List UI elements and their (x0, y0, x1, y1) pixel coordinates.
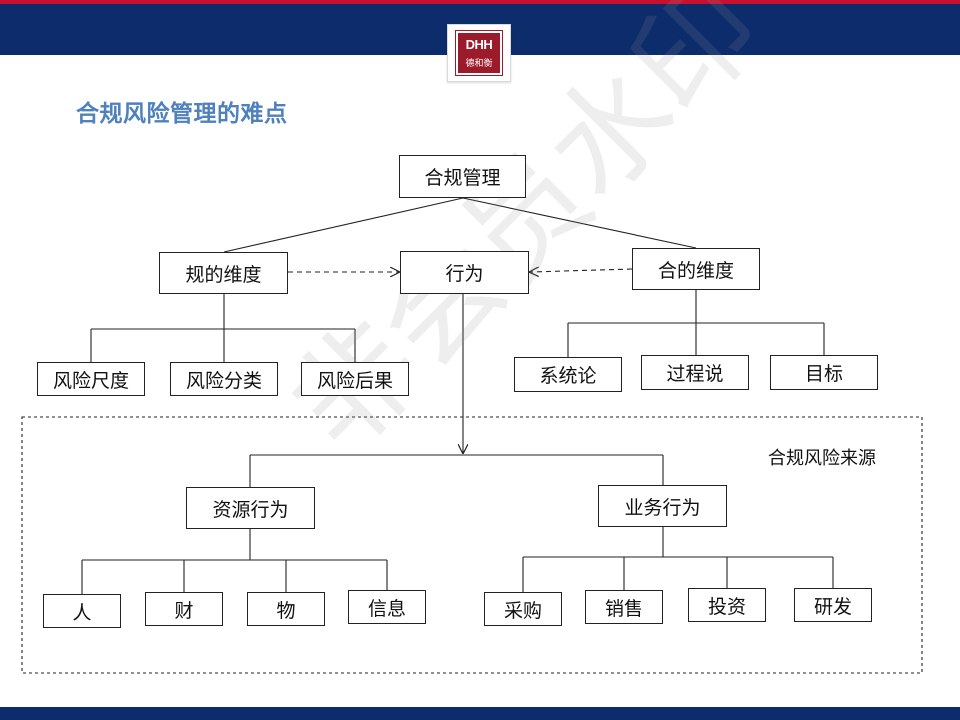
logo-text: DHH (465, 37, 493, 52)
node-right-child: 目标 (770, 355, 878, 390)
node-right-child: 过程说 (641, 355, 749, 390)
node-root: 合规管理 (399, 155, 526, 198)
footer-bar (0, 707, 960, 720)
node-left-child: 风险尺度 (37, 362, 145, 396)
company-logo: DHH 德和衡 (447, 24, 511, 82)
node-resource-child: 信息 (348, 590, 426, 624)
node-left: 规的维度 (159, 252, 288, 294)
logo-mark: DHH 德和衡 (455, 30, 503, 76)
connector-root-right (462, 197, 697, 249)
slide-title: 合规风险管理的难点 (76, 101, 288, 127)
node-resource-child: 财 (145, 592, 223, 626)
node-right: 合的维度 (632, 248, 760, 290)
dashed-arrow-right (530, 269, 633, 272)
source-group-label: 合规风险来源 (768, 448, 876, 469)
node-resource-child: 物 (247, 592, 325, 626)
node-center: 行为 (400, 251, 529, 294)
source-group-border (21, 416, 923, 674)
node-business-child: 采购 (484, 592, 562, 626)
node-business-child: 投资 (688, 588, 766, 622)
node-business: 业务行为 (598, 485, 727, 527)
node-left-child: 风险后果 (301, 362, 409, 396)
logo-subtext: 德和衡 (465, 59, 493, 69)
header-accent-line (0, 0, 960, 4)
node-business-child: 销售 (585, 590, 663, 624)
node-left-child: 风险分类 (170, 362, 278, 396)
node-resource-child: 人 (43, 594, 121, 628)
connector-root-left (223, 197, 464, 253)
node-resource: 资源行为 (186, 487, 315, 529)
node-right-child: 系统论 (514, 357, 622, 392)
node-business-child: 研发 (794, 588, 872, 622)
